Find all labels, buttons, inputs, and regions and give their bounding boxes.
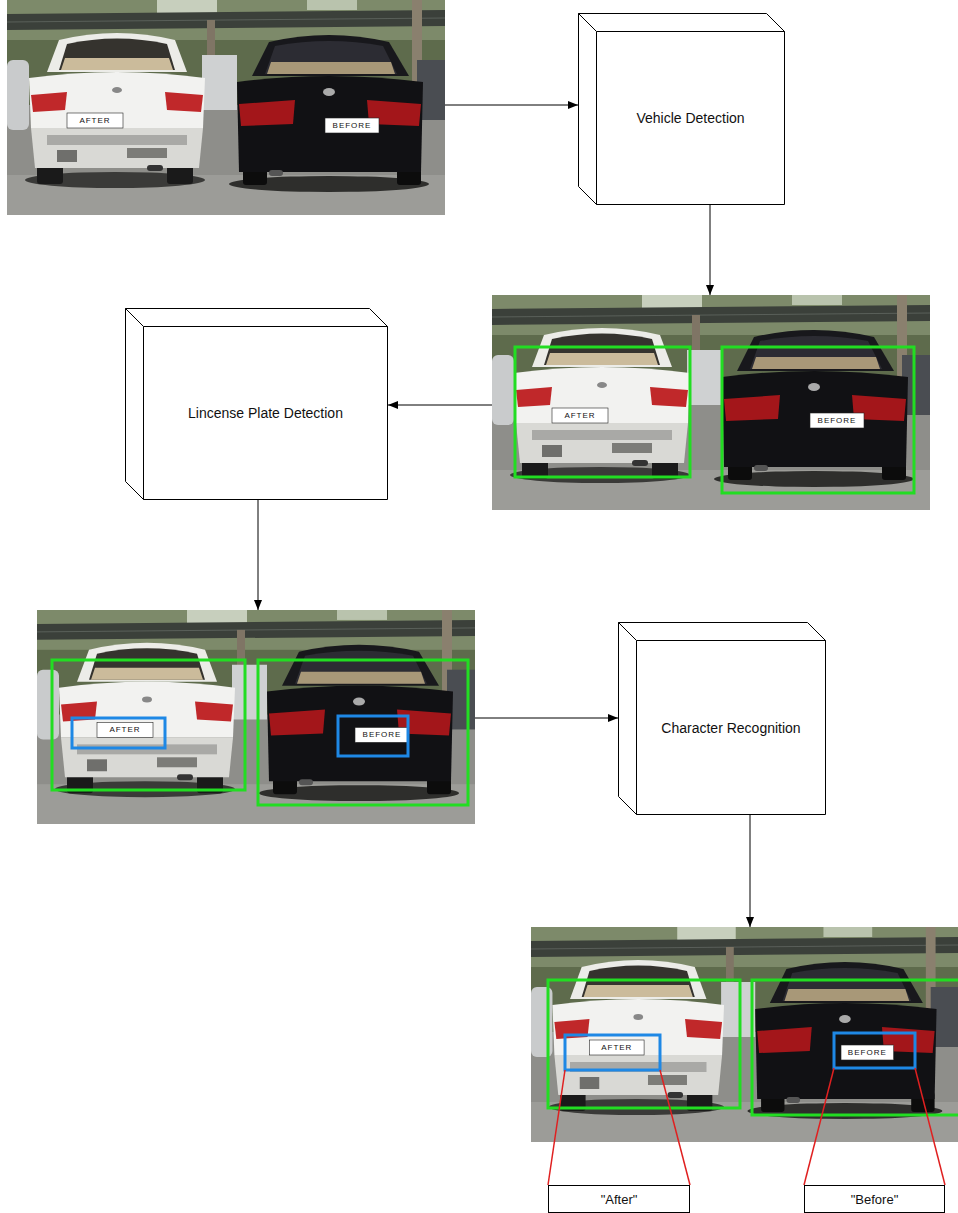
- arrow-line: [445, 105, 578, 106]
- plate-text: BEFORE: [810, 413, 864, 428]
- process-label: Character Recognition: [636, 640, 826, 815]
- plate-text: BEFORE: [325, 118, 379, 133]
- leader-line: [548, 1070, 690, 1185]
- leader-segment: [915, 1068, 945, 1185]
- process-block: Character Recognition: [618, 622, 826, 815]
- flow-arrow: [388, 405, 492, 406]
- car-photo: [492, 295, 930, 510]
- block-outline: [578, 13, 785, 205]
- process-label: Lincense Plate Detection: [143, 326, 388, 500]
- flow-arrow: [258, 500, 259, 610]
- arrow-line: [388, 405, 492, 406]
- process-block: Vehicle Detection: [578, 13, 785, 205]
- process-label: Vehicle Detection: [596, 31, 785, 205]
- car-photo: [7, 0, 445, 215]
- leader-segment: [548, 1070, 565, 1185]
- block-outline: [125, 308, 388, 500]
- leader-segment: [660, 1070, 690, 1185]
- leader-line: [804, 1068, 945, 1185]
- flow-arrow: [710, 205, 711, 295]
- process-block: Lincense Plate Detection: [125, 308, 388, 500]
- flow-arrow: [475, 718, 618, 719]
- photo-frame: AFTER BEFORE: [37, 610, 475, 824]
- plate-text: BEFORE: [841, 1045, 894, 1060]
- arrow-line: [750, 815, 751, 927]
- arrow-line: [258, 500, 259, 610]
- flow-arrow: [445, 105, 578, 106]
- photo-frame: AFTER BEFORE: [492, 295, 930, 510]
- output-box: "After": [548, 1185, 690, 1213]
- photo-frame: AFTER BEFORE: [7, 0, 445, 215]
- photo-frame: AFTER BEFORE: [531, 927, 958, 1142]
- car-photo: [37, 610, 475, 824]
- output-box: "Before": [804, 1185, 945, 1213]
- detection-boxes: [548, 980, 958, 1115]
- plate-text: AFTER: [589, 1040, 644, 1055]
- detection-boxes: [515, 347, 914, 493]
- flow-arrow: [750, 815, 751, 927]
- detection-boxes: [52, 660, 468, 805]
- block-outline: [618, 622, 826, 815]
- plate-text: AFTER: [97, 722, 153, 737]
- result-label: "After": [549, 1186, 689, 1212]
- plate-text: AFTER: [552, 408, 608, 423]
- car-photo: [531, 927, 958, 1142]
- result-label: "Before": [805, 1186, 944, 1212]
- plate-text: AFTER: [67, 113, 123, 128]
- arrow-line: [710, 205, 711, 295]
- plate-text: BEFORE: [355, 727, 409, 742]
- leader-segment: [804, 1068, 834, 1185]
- arrow-line: [475, 718, 618, 719]
